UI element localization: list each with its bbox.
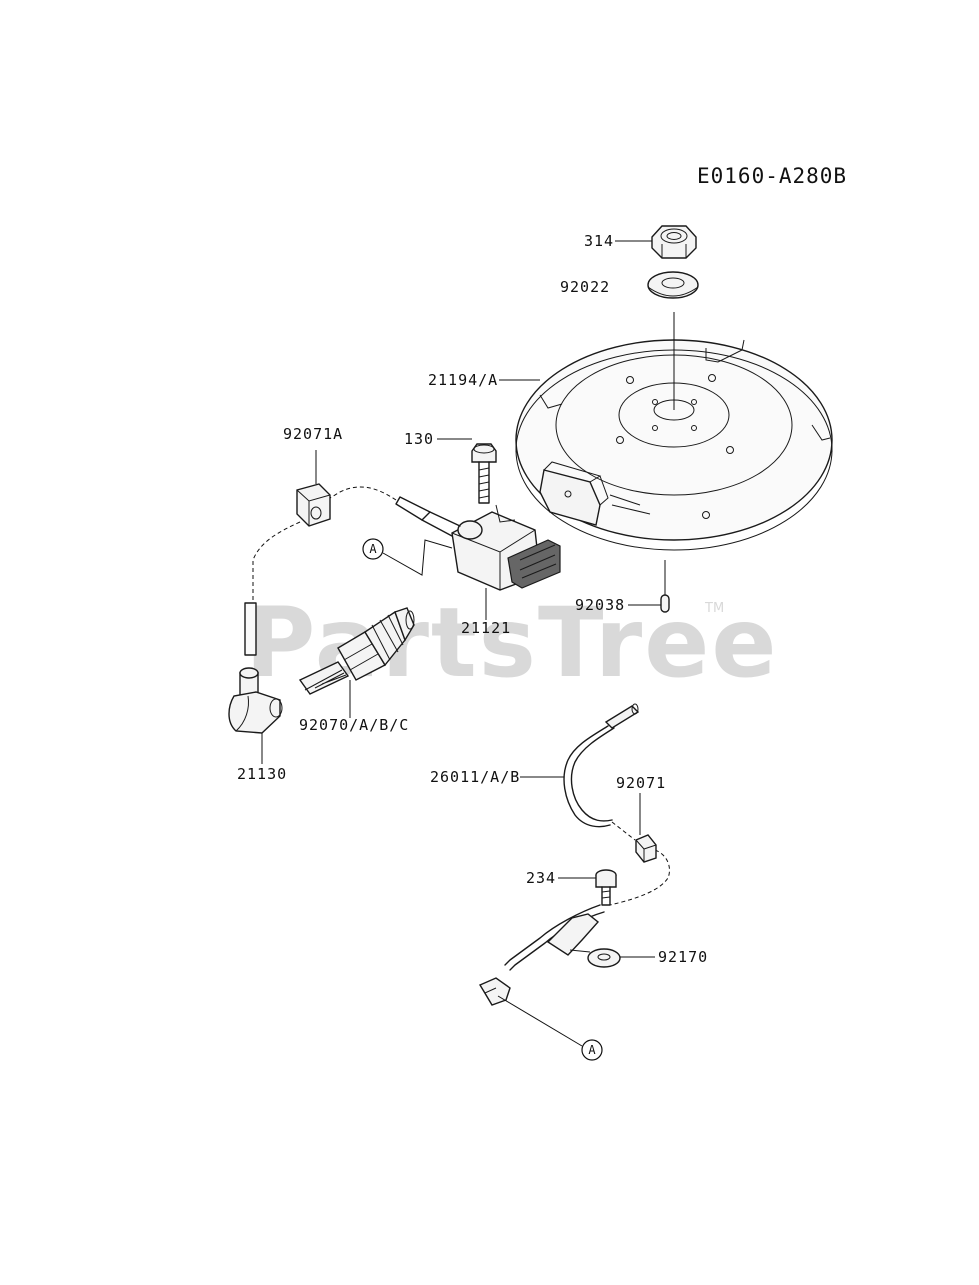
label-21130[interactable]: 21130 <box>237 765 287 783</box>
label-130[interactable]: 130 <box>404 430 434 448</box>
leader-lines <box>261 240 675 958</box>
ignition-lead-upper <box>329 486 397 501</box>
key-part[interactable] <box>660 594 670 613</box>
washer-part[interactable] <box>647 271 699 299</box>
label-21194-a[interactable]: 21194/A <box>428 371 498 389</box>
label-92038[interactable]: 92038 <box>575 596 625 614</box>
ref-leader-lower <box>497 995 583 1047</box>
label-21121[interactable]: 21121 <box>461 619 511 637</box>
screw-part[interactable] <box>595 869 617 906</box>
label-26011[interactable]: 26011/A/B <box>430 768 520 786</box>
ref-leader-upper <box>382 539 453 576</box>
part-labels: 314 92022 21194/A 130 92071A 21121 92038… <box>237 232 708 966</box>
svg-text:A: A <box>369 542 377 556</box>
label-92170[interactable]: 92170 <box>658 948 708 966</box>
label-92070[interactable]: 92070/A/B/C <box>299 716 409 734</box>
nut-part[interactable] <box>651 225 697 259</box>
label-92071[interactable]: 92071 <box>616 774 666 792</box>
label-234[interactable]: 234 <box>526 869 556 887</box>
clamp-part[interactable] <box>635 834 657 863</box>
svg-text:A: A <box>588 1043 596 1057</box>
watermark-trademark: TM <box>704 601 724 616</box>
spark-plug-part[interactable] <box>298 607 415 695</box>
ignition-coil-part[interactable] <box>395 496 561 591</box>
plug-cap-part[interactable] <box>228 602 283 734</box>
label-92022[interactable]: 92022 <box>560 278 610 296</box>
ignition-lead-lower <box>252 521 301 600</box>
diagram-code: E0160-A280B <box>697 164 847 188</box>
flywheel-part[interactable] <box>515 339 833 551</box>
bolt-part[interactable] <box>471 443 497 504</box>
terminal-part[interactable] <box>546 913 621 968</box>
ref-marker-a-upper[interactable]: A <box>362 538 384 560</box>
label-92071a[interactable]: 92071A <box>283 425 343 443</box>
label-314[interactable]: 314 <box>584 232 614 250</box>
ref-marker-a-lower[interactable]: A <box>581 1039 603 1061</box>
clamp-a-part[interactable] <box>296 483 331 527</box>
